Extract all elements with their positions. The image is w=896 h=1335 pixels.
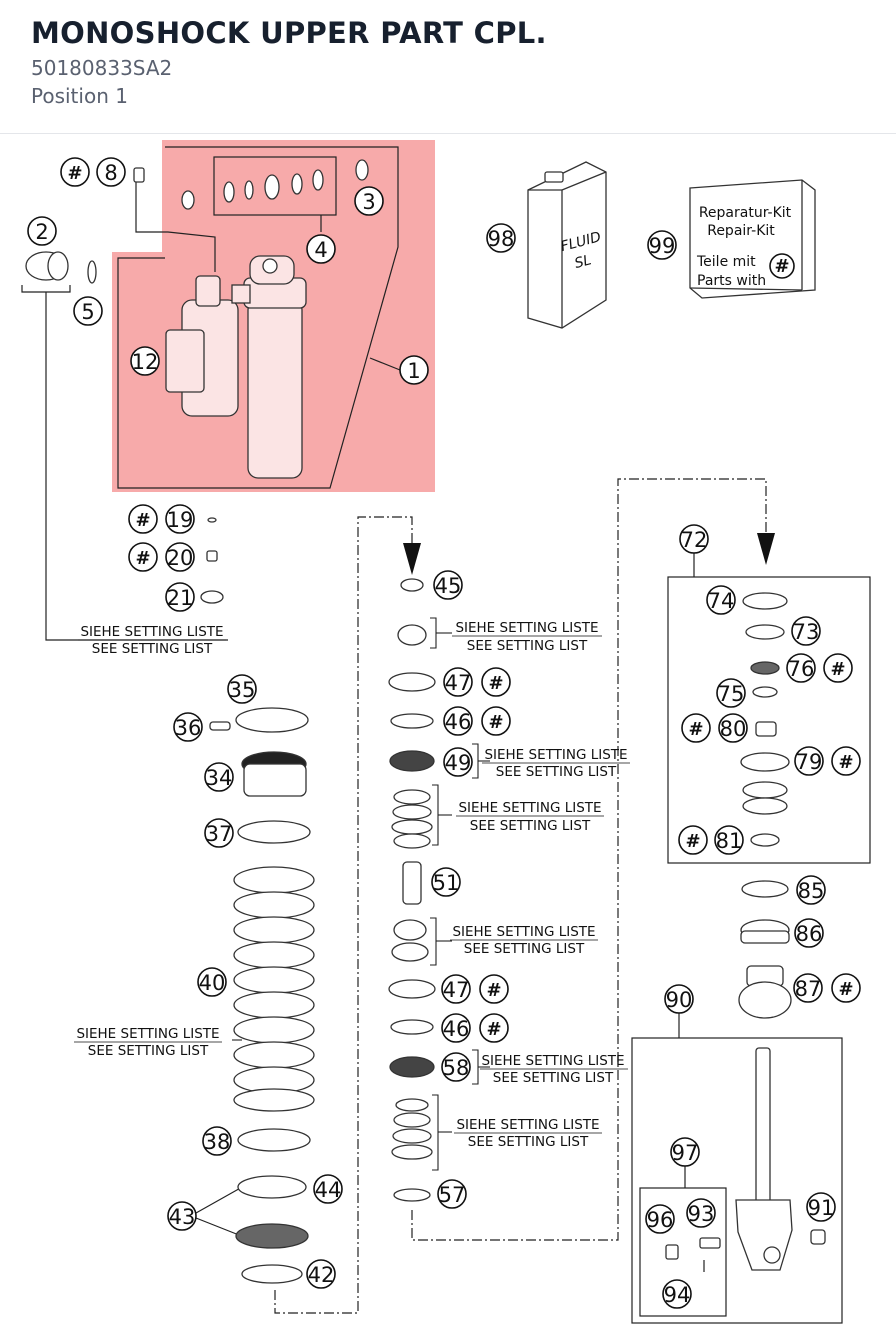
- svg-text:97: 97: [672, 1141, 699, 1165]
- repair-kit-parts-de: Teile mit: [696, 254, 756, 270]
- svg-text:20: 20: [167, 546, 194, 570]
- svg-text:SIEHE SETTING LISTE: SIEHE SETTING LISTE: [484, 747, 627, 763]
- svg-text:45: 45: [435, 574, 462, 598]
- svg-text:40: 40: [199, 971, 226, 995]
- svg-text:94: 94: [664, 1283, 691, 1307]
- assembly-path-lines: [274, 478, 767, 1314]
- svg-text:86: 86: [796, 922, 823, 946]
- arrow-down-icon: [757, 533, 775, 565]
- svg-text:19: 19: [167, 508, 194, 532]
- svg-text:75: 75: [718, 682, 745, 706]
- part-number: 50180833SA2: [31, 56, 173, 80]
- repair-kit-label: Reparatur-Kit: [699, 205, 792, 221]
- svg-text:51: 51: [433, 871, 460, 895]
- svg-text:#: #: [67, 163, 82, 184]
- fluid-label-sl: SL: [573, 252, 593, 272]
- svg-text:38: 38: [204, 1130, 231, 1154]
- svg-text:36: 36: [175, 716, 202, 740]
- svg-text:SIEHE SETTING LISTE: SIEHE SETTING LISTE: [80, 624, 223, 640]
- svg-text:90: 90: [666, 988, 693, 1012]
- svg-text:SEE SETTING LIST: SEE SETTING LIST: [464, 941, 585, 957]
- arrow-down-icon: [403, 543, 421, 575]
- svg-text:#: #: [688, 719, 703, 740]
- svg-text:98: 98: [488, 227, 515, 251]
- svg-text:#: #: [135, 548, 150, 569]
- svg-text:SIEHE SETTING LISTE: SIEHE SETTING LISTE: [76, 1026, 219, 1042]
- svg-text:76: 76: [788, 657, 815, 681]
- svg-text:#: #: [685, 831, 700, 852]
- svg-text:81: 81: [716, 829, 743, 853]
- svg-text:#: #: [486, 980, 501, 1001]
- svg-text:85: 85: [798, 879, 825, 903]
- svg-text:SEE SETTING LIST: SEE SETTING LIST: [470, 818, 591, 834]
- svg-text:46: 46: [445, 710, 472, 734]
- part-drawings: [25, 159, 826, 1284]
- svg-text:3: 3: [362, 190, 375, 214]
- svg-text:#: #: [135, 510, 150, 531]
- position-label: Position 1: [31, 84, 128, 108]
- svg-text:74: 74: [708, 589, 735, 613]
- svg-text:72: 72: [681, 528, 708, 552]
- exploded-parts-diagram: SIEHE SETTING LISTE SEE SETTING LIST SIE…: [21, 140, 871, 1324]
- note-brackets: [232, 617, 490, 1171]
- svg-text:1: 1: [407, 359, 420, 383]
- svg-text:SIEHE SETTING LISTE: SIEHE SETTING LISTE: [455, 620, 598, 636]
- svg-text:93: 93: [688, 1202, 715, 1226]
- svg-text:80: 80: [720, 717, 747, 741]
- svg-text:#: #: [486, 1019, 501, 1040]
- repair-kit-label-en: Repair-Kit: [707, 223, 775, 239]
- svg-text:12: 12: [132, 350, 159, 374]
- svg-text:#: #: [838, 979, 853, 1000]
- svg-text:96: 96: [647, 1208, 674, 1232]
- svg-text:79: 79: [796, 750, 823, 774]
- svg-text:SEE SETTING LIST: SEE SETTING LIST: [467, 638, 588, 654]
- svg-text:SIEHE SETTING LISTE: SIEHE SETTING LISTE: [458, 800, 601, 816]
- svg-text:47: 47: [443, 978, 470, 1002]
- hash-marker-text: # # # # # # # # # # # # #: [67, 163, 853, 1040]
- svg-text:5: 5: [81, 300, 94, 324]
- svg-text:SEE SETTING LIST: SEE SETTING LIST: [496, 764, 617, 780]
- svg-text:SEE SETTING LIST: SEE SETTING LIST: [92, 641, 213, 657]
- page-header: MONOSHOCK UPPER PART CPL. 50180833SA2 Po…: [0, 0, 896, 134]
- svg-text:#: #: [774, 256, 789, 277]
- leader-lines: [21, 146, 871, 1324]
- svg-text:73: 73: [793, 620, 820, 644]
- svg-text:#: #: [488, 673, 503, 694]
- svg-text:21: 21: [167, 586, 194, 610]
- svg-text:57: 57: [439, 1183, 466, 1207]
- svg-text:87: 87: [795, 977, 822, 1001]
- svg-text:47: 47: [445, 671, 472, 695]
- svg-text:#: #: [488, 712, 503, 733]
- svg-text:44: 44: [315, 1178, 342, 1202]
- svg-text:35: 35: [229, 678, 256, 702]
- svg-text:SIEHE SETTING LISTE: SIEHE SETTING LISTE: [452, 924, 595, 940]
- svg-text:43: 43: [169, 1205, 196, 1229]
- svg-text:91: 91: [808, 1196, 835, 1220]
- svg-text:99: 99: [649, 234, 676, 258]
- svg-text:37: 37: [206, 822, 233, 846]
- svg-text:SIEHE SETTING LISTE: SIEHE SETTING LISTE: [481, 1053, 624, 1069]
- svg-text:SEE SETTING LIST: SEE SETTING LIST: [88, 1043, 209, 1059]
- svg-text:#: #: [830, 659, 845, 680]
- setting-list-notes: SIEHE SETTING LISTE SEE SETTING LIST SIE…: [76, 620, 627, 1150]
- svg-text:42: 42: [308, 1263, 335, 1287]
- svg-text:58: 58: [443, 1056, 470, 1080]
- svg-text:4: 4: [314, 238, 327, 262]
- svg-text:SIEHE SETTING LISTE: SIEHE SETTING LISTE: [456, 1117, 599, 1133]
- svg-text:46: 46: [443, 1017, 470, 1041]
- svg-text:8: 8: [104, 161, 117, 185]
- svg-text:SEE SETTING LIST: SEE SETTING LIST: [493, 1070, 614, 1086]
- svg-text:#: #: [838, 752, 853, 773]
- page-title: MONOSHOCK UPPER PART CPL.: [31, 16, 547, 50]
- svg-text:2: 2: [35, 220, 48, 244]
- hash-markers: [60, 157, 861, 1043]
- callouts: [27, 157, 836, 1309]
- callout-numbers: 8 2 3 4 5 12 1 98 99 19 20 21 35 36 34 3…: [35, 161, 834, 1307]
- repair-kit-parts-en: Parts with: [697, 273, 766, 289]
- note-underlines: [74, 635, 630, 1134]
- svg-text:SEE SETTING LIST: SEE SETTING LIST: [468, 1134, 589, 1150]
- svg-text:49: 49: [445, 751, 472, 775]
- svg-text:34: 34: [206, 766, 233, 790]
